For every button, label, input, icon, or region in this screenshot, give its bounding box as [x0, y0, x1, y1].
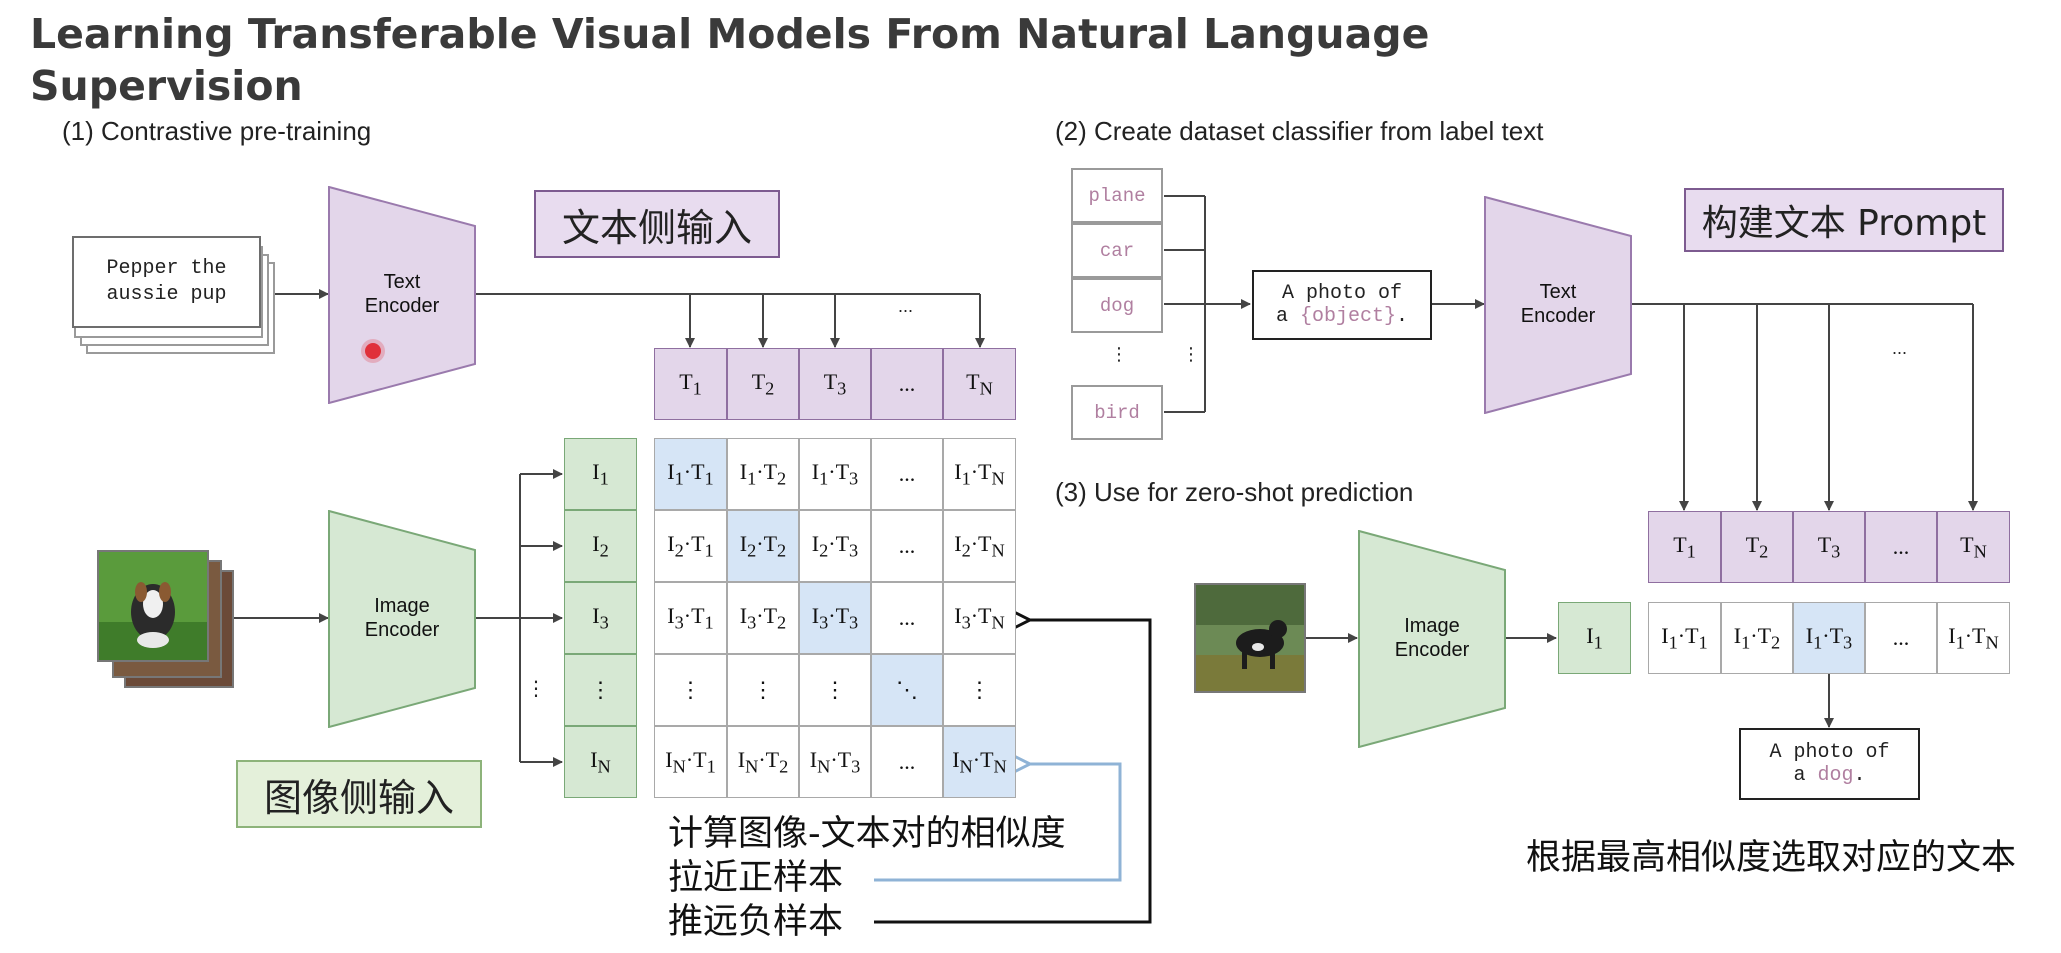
matrix-cell: I3·TN	[943, 582, 1016, 654]
note-push-negative: 推远负样本	[668, 902, 844, 942]
matrix-cell: I3·T3	[799, 582, 871, 654]
matrix-cell: ...	[871, 582, 943, 654]
matrix-cell: I1·TN	[943, 438, 1016, 510]
image-side-input-tag: 图像侧输入	[236, 760, 482, 828]
panel3-label: (3) Use for zero-shot prediction	[1055, 477, 1414, 507]
score-cell: ...	[1865, 602, 1937, 674]
note-select-highest: 根据最高相似度选取对应的文本	[1526, 838, 2017, 878]
image-token-i1: I1	[564, 438, 637, 510]
text-encoder-label-2: Encoder	[364, 295, 440, 317]
matrix-cell: I1·T3	[799, 438, 871, 510]
text-token-ellipsis: ...	[871, 348, 943, 420]
matrix-cell: I2·T1	[654, 510, 727, 582]
prompt-template-box: A photo of a {object}.	[1252, 270, 1432, 340]
panel2-label: (2) Create dataset classifier from label…	[1055, 116, 1544, 146]
matrix-cell: I2·TN	[943, 510, 1016, 582]
score-cell: I1·T1	[1648, 602, 1721, 674]
result-line-2: a dog.	[1793, 764, 1866, 787]
prediction-result-box: A photo of a dog.	[1739, 728, 1920, 800]
text-token-t3: T3	[799, 348, 871, 420]
matrix-cell: ...	[871, 726, 943, 798]
label-plane: plane	[1071, 168, 1163, 223]
text-encoder-2-label-2: Encoder	[1520, 305, 1596, 327]
text-encoder-label-1: Text	[383, 271, 421, 293]
text-bus-ellipsis: ...	[898, 296, 914, 316]
template-object-placeholder: {object}	[1299, 305, 1396, 328]
caption-line-2: aussie pup	[106, 283, 227, 306]
image-encoder-2-label-2: Encoder	[1394, 639, 1470, 661]
text-side-input-tag: 文本侧输入	[534, 190, 780, 258]
panel1-label: (1) Contrastive pre-training	[62, 116, 372, 146]
text-encoder-2: Text Encoder	[1484, 196, 1632, 414]
template-line-1: A photo of	[1281, 282, 1403, 305]
matrix-cell: ⋮	[727, 654, 799, 726]
matrix-cell: I3·T2	[727, 582, 799, 654]
score-cell: I1·TN	[1937, 602, 2010, 674]
prompt-tag: 构建文本 Prompt	[1684, 188, 2004, 252]
image-encoder: Image Encoder	[328, 510, 476, 728]
text-token-t2: T2	[727, 348, 799, 420]
label-bus-vdots: ⋮	[1182, 344, 1200, 364]
label-bird: bird	[1071, 385, 1163, 440]
matrix-cell: ...	[871, 438, 943, 510]
matrix-cell: I1·T2	[727, 438, 799, 510]
text-encoder-2-label-1: Text	[1539, 281, 1577, 303]
matrix-cell: I2·T3	[799, 510, 871, 582]
text-token-2-tn: TN	[1937, 511, 2010, 583]
image-token-i2: I2	[564, 510, 637, 582]
label-car: car	[1071, 223, 1163, 278]
text-bus-2-ellipsis: ...	[1892, 338, 1908, 358]
text-token-2-t2: T2	[1721, 511, 1793, 583]
matrix-cell: IN·TN	[943, 726, 1016, 798]
result-label: dog	[1817, 764, 1854, 787]
note-pull-positive: 拉近正样本	[668, 858, 844, 898]
matrix-cell: IN·T3	[799, 726, 871, 798]
matrix-cell: ⋱	[871, 654, 943, 726]
matrix-cell: ⋮	[654, 654, 727, 726]
text-token-tn: TN	[943, 348, 1016, 420]
matrix-cell: ⋮	[943, 654, 1016, 726]
score-cell: I1·T2	[1721, 602, 1793, 674]
image-encoder-label-2: Encoder	[364, 619, 440, 641]
matrix-cell: ⋮	[799, 654, 871, 726]
image-encoder-2: Image Encoder	[1358, 530, 1506, 748]
text-token-t1: T1	[654, 348, 727, 420]
caption-line-1: Pepper the	[106, 257, 227, 280]
caption-card: Pepper the aussie pup	[72, 236, 261, 328]
cursor-indicator	[365, 343, 381, 359]
image-token-i3: I3	[564, 582, 637, 654]
image-token-vdots: ⋮	[564, 654, 637, 726]
image-encoder-label-1: Image	[374, 595, 430, 617]
matrix-cell: I1·T1	[654, 438, 727, 510]
image-token-2-i1: I1	[1558, 602, 1631, 674]
note-compute-similarity: 计算图像-文本对的相似度	[668, 814, 1066, 854]
image-token-in: IN	[564, 726, 637, 798]
fan-vdots: ⋮	[526, 678, 546, 700]
matrix-cell: IN·T1	[654, 726, 727, 798]
text-token-2-t1: T1	[1648, 511, 1721, 583]
template-line-2: a {object}.	[1275, 305, 1409, 328]
text-encoder: Text Encoder	[328, 186, 476, 404]
result-line-1: A photo of	[1769, 741, 1890, 764]
matrix-cell: IN·T2	[727, 726, 799, 798]
image-encoder-2-label-1: Image	[1404, 615, 1460, 637]
matrix-cell: I3·T1	[654, 582, 727, 654]
matrix-cell: I2·T2	[727, 510, 799, 582]
text-token-2-ellipsis: ...	[1865, 511, 1937, 583]
puppy-photo	[97, 550, 209, 662]
label-list-vdots: ⋮	[1110, 344, 1128, 364]
matrix-cell: ...	[871, 510, 943, 582]
dog-photo	[1194, 583, 1306, 693]
page-title: Learning Transferable Visual Models From…	[30, 10, 1430, 110]
text-token-2-t3: T3	[1793, 511, 1865, 583]
label-dog: dog	[1071, 278, 1163, 333]
score-cell-highlighted: I1·T3	[1793, 602, 1865, 674]
